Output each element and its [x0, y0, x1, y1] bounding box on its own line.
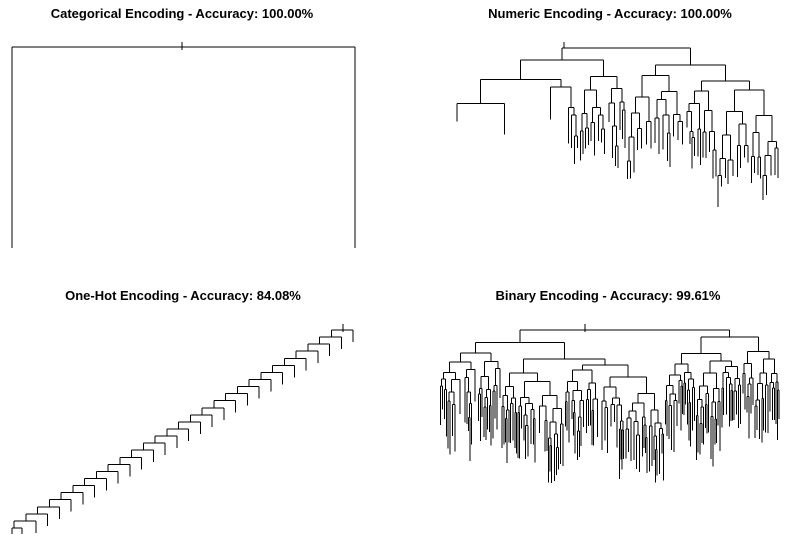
tree-one-hot — [11, 324, 354, 534]
panel-title-numeric: Numeric Encoding - Accuracy: 100.00% — [488, 6, 732, 21]
panel-title-categorical: Categorical Encoding - Accuracy: 100.00% — [50, 6, 314, 21]
panel-title-binary: Binary Encoding - Accuracy: 99.61% — [495, 288, 721, 303]
panel-title-one-hot: One-Hot Encoding - Accuracy: 84.08% — [65, 288, 301, 303]
tree-categorical — [11, 42, 356, 248]
tree-numeric — [456, 42, 779, 208]
tree-binary — [440, 324, 780, 484]
